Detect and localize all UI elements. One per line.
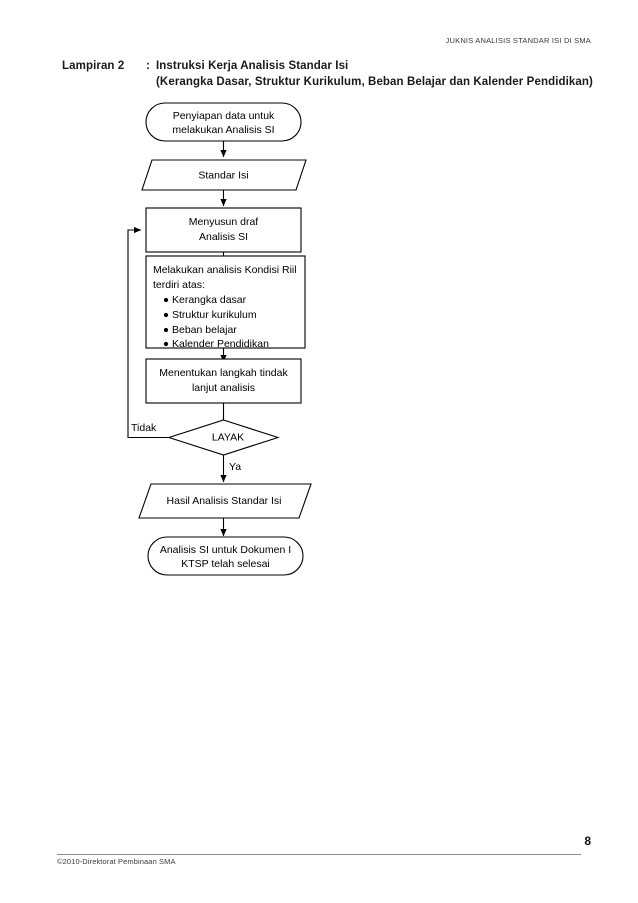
flowchart: Penyiapan data untuk melakukan Analisis … [0, 95, 638, 590]
flow-connector-feedback-tidak [127, 226, 169, 439]
bullet-dot-icon [163, 327, 169, 333]
flow-node-input-standar-isi-label: Standar Isi [198, 169, 248, 181]
bullet-dot-icon [163, 312, 169, 318]
flow-node-end-line2: KTSP telah selesai [181, 558, 270, 570]
flow-node-start-line1: Penyiapan data untuk [173, 110, 275, 122]
appendix-label: Lampiran 2 [62, 60, 125, 72]
flow-node-start-line2: melakukan Analisis SI [172, 124, 274, 136]
flow-node-kondisi-bullet-2: Struktur kurikulum [172, 309, 257, 321]
appendix-colon: : [146, 60, 150, 72]
appendix-title-line1: Instruksi Kerja Analisis Standar Isi [156, 60, 349, 72]
flow-node-start: Penyiapan data untuk melakukan Analisis … [145, 102, 302, 142]
flow-node-kondisi-bullet-4: Kalender Pendidikan [172, 338, 269, 350]
flow-node-tindak-lanjut-line1: Menentukan langkah tindak [159, 367, 288, 379]
flow-node-menyusun-draf: Menyusun draf Analisis SI [145, 207, 302, 253]
bullet-dot-icon [163, 341, 169, 347]
flow-edge-label-ya: Ya [229, 461, 241, 473]
bullet-dot-icon [163, 297, 169, 303]
flow-node-kondisi-bullet-3: Beban belajar [172, 324, 237, 336]
flow-node-menyusun-draf-line1: Menyusun draf [189, 216, 259, 228]
flow-node-decision-layak: LAYAK [167, 419, 280, 456]
flow-node-decision-layak-label: LAYAK [212, 431, 244, 443]
flow-node-analisis-kondisi-riil: Melakukan analisis Kondisi Riil terdiri … [145, 255, 306, 350]
flow-node-kondisi-bullet-1: Kerangka dasar [172, 294, 247, 306]
flow-node-kondisi-line1: Melakukan analisis Kondisi Riil [153, 264, 297, 276]
flow-node-input-standar-isi: Standar Isi [141, 159, 307, 191]
flow-node-tindak-lanjut-line2: lanjut analisis [192, 382, 255, 394]
flow-node-hasil-analisis: Hasil Analisis Standar Isi [138, 483, 312, 519]
appendix-title-line2: (Kerangka Dasar, Struktur Kurikulum, Beb… [156, 76, 593, 88]
flow-node-kondisi-line2: terdiri atas: [153, 279, 205, 291]
appendix-title-block: Lampiran 2 : Instruksi Kerja Analisis St… [62, 58, 593, 90]
flow-node-tindak-lanjut: Menentukan langkah tindak lanjut analisi… [145, 358, 302, 404]
flow-node-end-line1: Analisis SI untuk Dokumen I [160, 544, 291, 556]
running-header: JUKNIS ANALISIS STANDAR ISI DI SMA [445, 36, 591, 45]
flow-node-hasil-analisis-label: Hasil Analisis Standar Isi [167, 495, 282, 507]
flow-node-menyusun-draf-line2: Analisis SI [199, 231, 248, 243]
footer-divider [57, 854, 581, 855]
flow-edge-label-tidak: Tidak [131, 422, 157, 434]
flow-node-end: Analisis SI untuk Dokumen I KTSP telah s… [147, 536, 304, 576]
footer-copyright: ©2010-Direktorat Pembinaan SMA [57, 857, 176, 866]
page-number: 8 [584, 834, 591, 848]
